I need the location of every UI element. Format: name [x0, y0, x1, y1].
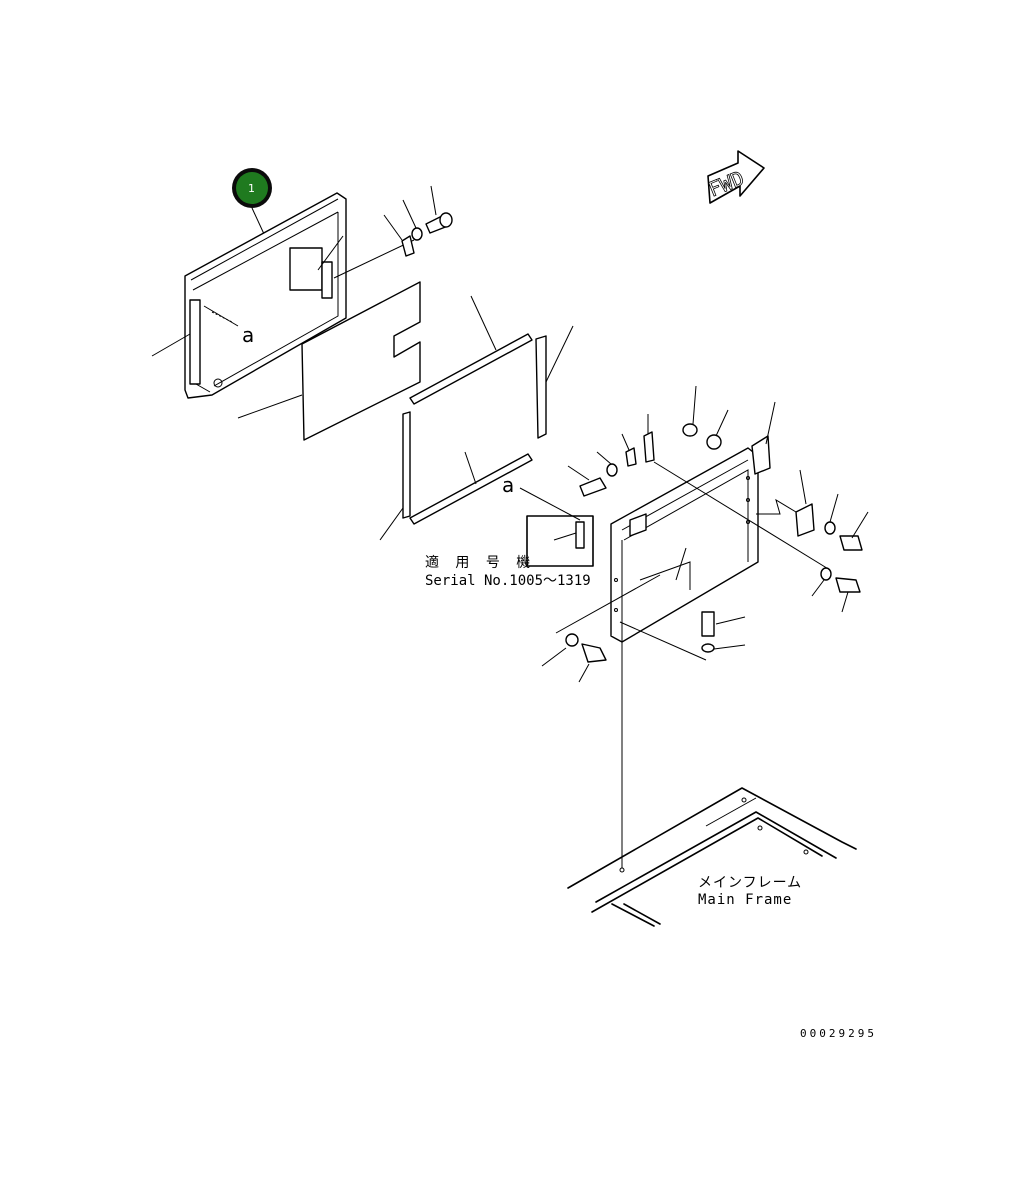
- cover-panel: [184, 192, 347, 399]
- fwd-label: FWD: [705, 166, 747, 202]
- detail-marker-a-top: a: [242, 323, 254, 347]
- drawing-id: 00029295: [800, 1027, 877, 1040]
- bracket-hardware-top: [567, 385, 831, 571]
- serial-note-jp: 適 用 号 機: [425, 554, 534, 571]
- main-frame-en: Main Frame: [698, 892, 792, 908]
- fwd-arrow-icon: FWD: [704, 150, 765, 204]
- serial-detail-box: [526, 515, 594, 567]
- insulation-pad: [237, 281, 421, 441]
- side-clip-bolts: [756, 469, 869, 613]
- bottom-bolts: [541, 574, 746, 683]
- main-frame-jp: メインフレーム: [698, 875, 802, 891]
- callout-number: 1: [248, 182, 255, 195]
- detail-marker-a-mid: a: [502, 473, 514, 497]
- callout-circle: [236, 172, 268, 204]
- hinge-bolt-top: [383, 185, 453, 257]
- seal-strips: [379, 295, 574, 541]
- callout-1[interactable]: 1: [232, 168, 272, 208]
- main-frame: [567, 640, 857, 927]
- bracket-frame: [610, 435, 771, 643]
- serial-note-en: Serial No.1005～1319: [425, 573, 591, 589]
